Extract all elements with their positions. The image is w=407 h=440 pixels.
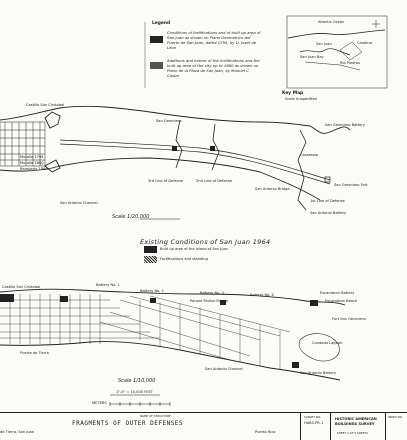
lower-scale-bar — [109, 394, 171, 406]
causeway-2 — [59, 143, 331, 185]
key-map-label-3: Rio Piedras — [340, 61, 360, 65]
key-map-label-2: San Juan — [316, 42, 332, 46]
date3-label: Ramparts 1860 — [20, 167, 48, 171]
lower-label-10: Condado Lagoon — [312, 341, 343, 345]
scale-bar-label: 1"-0" = 10,000 FEET — [116, 390, 153, 394]
lower-south-coast — [0, 341, 341, 381]
key-map-ocean-label: Atlantic Ocean — [318, 20, 345, 24]
location-left: de Tierra, San Juan — [0, 430, 35, 434]
key-map-subtitle: Scale Unspecified — [285, 97, 317, 101]
south-coastline — [0, 157, 321, 201]
old-city-blocks — [0, 121, 46, 167]
index-cell: Index No. — [385, 413, 407, 440]
lower-label-13: Parque Muñoz Rivera — [190, 299, 228, 303]
lower-label-7: Escambron Battery — [320, 291, 355, 295]
date1-label: Muralla 1794 — [20, 155, 44, 159]
fort-label: San Geronimo Fort — [334, 183, 368, 187]
index-label: Index No. — [388, 415, 403, 419]
lower-label-1: Castillo San Cristobal — [2, 285, 41, 289]
san-geronimo-label: San Geronimo — [156, 119, 182, 123]
agency-cell: HISTORIC AMERICAN BUILDINGS SURVEY SHEET… — [330, 413, 386, 440]
lower-label-9: Fort San Geronimo — [332, 317, 366, 321]
lower-label-3: Battery No. 1 — [96, 283, 120, 287]
bridge-label: San Antonio Bridge — [255, 187, 290, 191]
casamata-label: Casamata — [300, 153, 319, 157]
lower-label-12: San Antonio Battery — [300, 371, 337, 375]
lower-label-6: Battery No. 4 — [250, 293, 274, 297]
third-line-label: 3rd Line of Defense — [148, 179, 184, 183]
title-block: Name of Structure FRAGMENTS OF OUTER DEF… — [0, 412, 407, 440]
structure-name-label: Name of Structure — [140, 414, 171, 418]
fort-outline — [44, 111, 61, 173]
legend-swatch-1794 — [150, 36, 163, 43]
second-line — [211, 123, 220, 171]
survey-no-label: Survey No. — [304, 415, 321, 419]
structure-name: FRAGMENTS OF OUTER DEFENSES — [72, 420, 184, 427]
legend-entry-1860: Additions and extent of the fortificatio… — [167, 58, 260, 78]
lower-label-4: Battery No. 2 — [140, 289, 164, 293]
key-map-inset — [286, 15, 388, 89]
key-map-label-4: San Juan Bay — [300, 55, 324, 59]
lower-map-title: Existing Conditions of San Juan 1964 — [140, 238, 271, 246]
channel-label: San Antonio Channel — [60, 201, 98, 205]
fort-mark-b — [210, 146, 215, 151]
metric-label: METERS — [92, 401, 107, 405]
lower-label-11: San Antonio Channel — [205, 367, 243, 371]
lower-legend-1: Built up area of the Island of San Juan — [160, 247, 228, 251]
san-antonio-battery-label: San Antonio Battery — [310, 211, 347, 215]
lower-scale-label: Scale 1/10,000 — [118, 378, 156, 384]
location-right: Puerto Rico — [255, 430, 276, 434]
third-line — [175, 119, 183, 169]
date2-label: Muralla 1860 — [20, 161, 44, 165]
fort-mark-a — [172, 146, 177, 151]
second-line-label: 2nd Line of Defense — [196, 179, 233, 183]
legend-swatch-1860 — [150, 62, 163, 69]
causeway — [59, 139, 331, 181]
sheet-number: SHEET 2 OF 5 SHEETS — [337, 431, 368, 435]
lagoon — [298, 333, 340, 362]
first-line-label: 1st Line of Defense — [310, 199, 345, 203]
survey-no: HABS-PR-1 — [304, 421, 324, 425]
castle-label: Castillo San Cristobal — [26, 103, 65, 107]
lower-label-5: Battery No. 3 — [200, 291, 224, 295]
agency-name: HISTORIC AMERICAN BUILDINGS SURVEY — [335, 417, 377, 426]
fort-mark-c — [324, 176, 331, 183]
lower-label-2: Puerta de Tierra — [20, 351, 49, 355]
lower-city-blocks — [0, 294, 291, 370]
first-line — [297, 129, 307, 211]
lower-legend-swatch-1 — [144, 246, 157, 253]
lower-north-coast — [0, 288, 346, 306]
north-coastline — [0, 105, 351, 134]
battery-label: San Geronimo Battery — [325, 123, 365, 127]
key-map-title: Key Map — [282, 91, 304, 96]
lower-fort-blocks — [0, 294, 318, 368]
survey-cell: Survey No. HABS-PR-1 — [300, 413, 331, 440]
legend-entry-1794: Conditions of fortifications and of buil… — [167, 30, 261, 50]
key-map-label-1: Carolina — [357, 41, 372, 45]
lower-label-8: Escambron Beach — [325, 299, 358, 303]
legend-heading: Legend — [152, 21, 171, 26]
lower-legend-2: Fortifications and standing — [160, 257, 208, 261]
lower-legend-swatch-2 — [144, 256, 157, 263]
upper-scale-label: Scale 1/20,000 — [112, 214, 150, 220]
